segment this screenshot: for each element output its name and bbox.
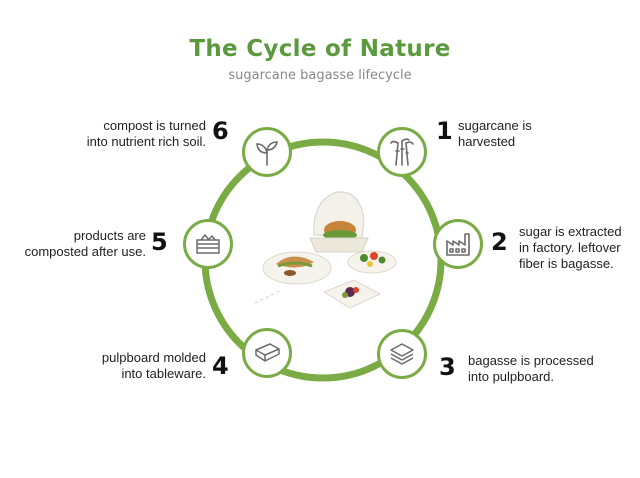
step-6-node: [242, 127, 292, 177]
step-3-number: 3: [439, 353, 456, 381]
compost-bin-icon: [196, 234, 220, 254]
step-1-node: [377, 127, 427, 177]
diagram-subtitle: sugarcane bagasse lifecycle: [228, 68, 412, 83]
pulpboard-stack-icon: [390, 343, 414, 365]
step-5-number: 5: [151, 228, 168, 256]
tableware-container-icon: [255, 343, 280, 362]
factory-icon: [446, 233, 470, 256]
step-4-number: 4: [212, 352, 229, 380]
tableware-food-illustration: [262, 191, 397, 309]
sugarcane-icon: [390, 138, 414, 166]
step-1-number: 1: [436, 117, 453, 145]
step-4-node: [242, 328, 292, 378]
step-2-number: 2: [491, 228, 508, 256]
step-6-number: 6: [212, 117, 229, 145]
step-3-node: [377, 329, 427, 379]
diagram-title: The Cycle of Nature: [189, 36, 451, 62]
step-2-node: [433, 219, 483, 269]
sprout-icon: [256, 141, 279, 166]
step-5-node: [183, 219, 233, 269]
